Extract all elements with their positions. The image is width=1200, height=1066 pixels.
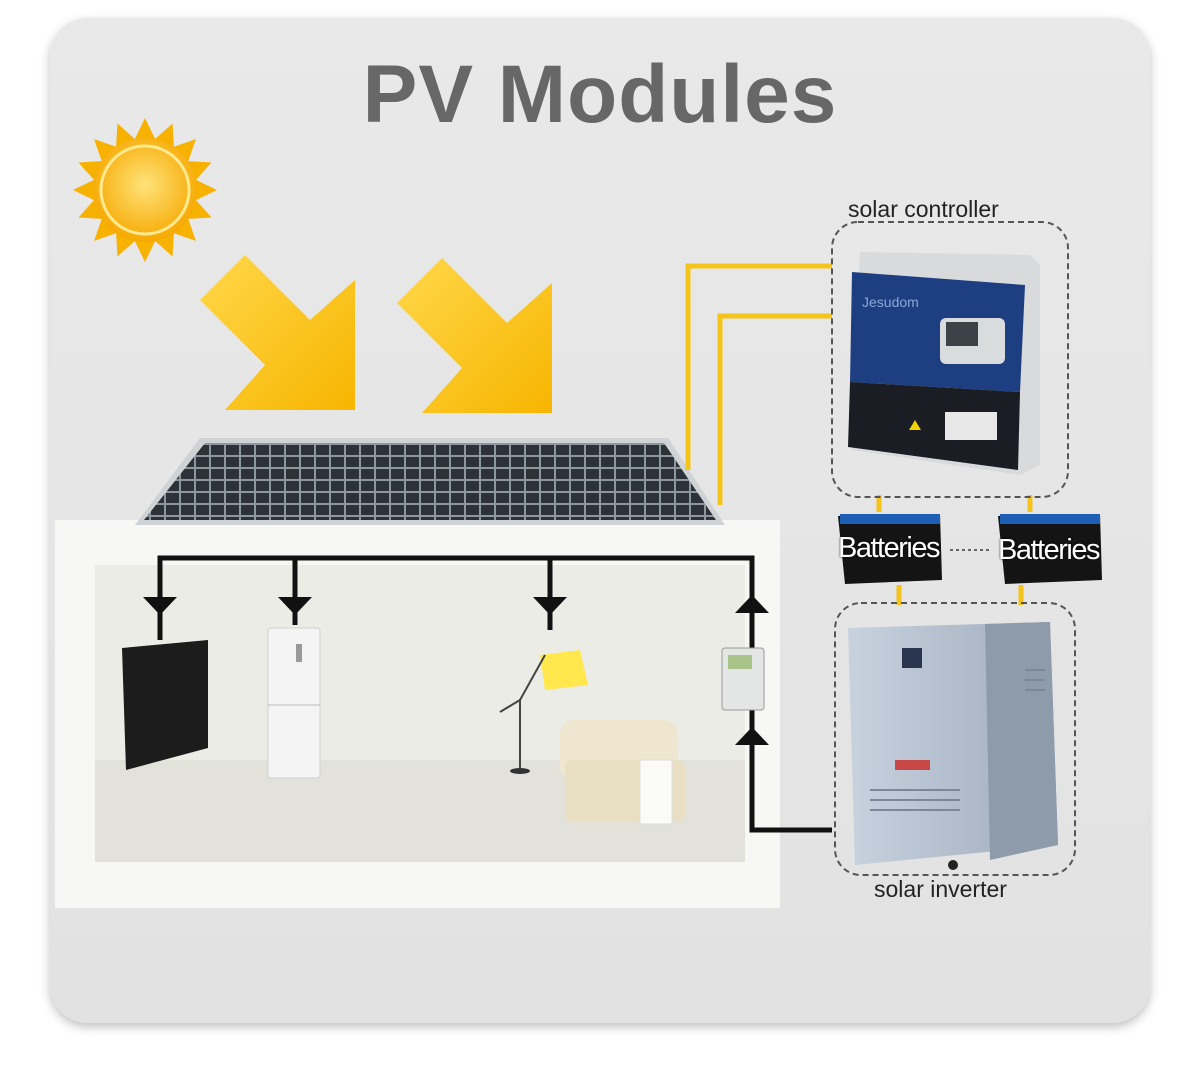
battery-icon [838,514,942,584]
sofa-icon [560,720,685,825]
meter-icon [721,647,765,711]
controller-dashed-frame [831,221,1069,498]
controller-icon: Jesudom [848,252,1040,475]
sun-ray [78,161,102,180]
sun-ray [155,233,174,257]
sunlight-arrow-icon [397,258,552,413]
sun-ray [134,118,156,139]
solar-panel-icon [135,438,725,525]
page-title: PV Modules [362,49,838,140]
tv-icon [122,640,208,770]
controller-label: solar controller [848,196,999,222]
sun-ray [155,123,174,147]
battery-icon [998,514,1102,584]
sun-ray [173,139,196,162]
sun-ray [188,161,212,180]
dc-wiring [685,263,1033,605]
sun-ray [94,139,117,162]
lamp-icon [499,650,588,774]
battery-label: Batteries [998,534,1100,566]
fridge-icon [267,627,321,779]
sun-ray [173,218,196,241]
inverter-label: solar inverter [874,876,1007,902]
flow-arrows [143,595,769,745]
sun-icon [73,118,217,262]
controller-brand: Jesudom [862,294,919,310]
sun-ray [73,179,94,201]
sun-ray [196,179,217,201]
battery-label: Batteries [838,532,940,564]
sun-ray [94,218,117,241]
sun-ray [116,233,135,257]
sun-ray [78,200,102,219]
sun-ray [116,123,135,147]
inverter-icon [848,622,1058,870]
sun-ray [188,200,212,219]
sunlight-arrow-icon [200,255,355,410]
inverter-dashed-frame [834,602,1076,876]
sun-ray [134,241,156,262]
